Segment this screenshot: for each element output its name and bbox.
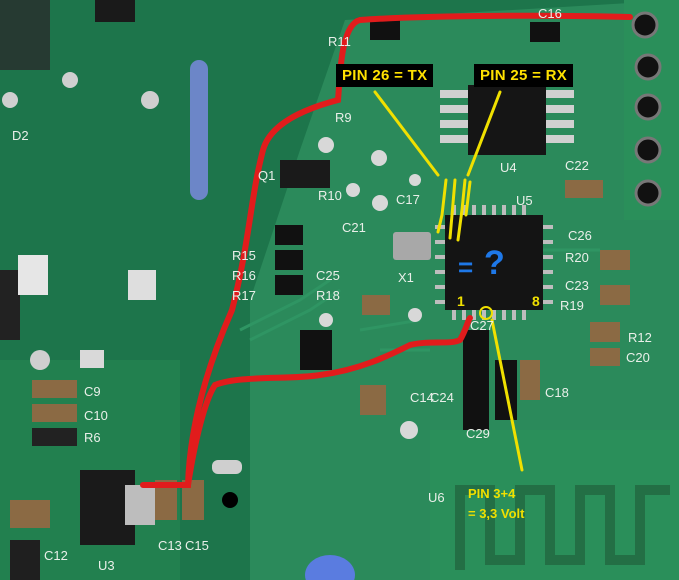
pin1-label: 1 [457, 293, 465, 309]
silk-label: C20 [626, 350, 650, 365]
silk-label: C24 [430, 390, 454, 405]
pin34-label-line1: PIN 3+4 [468, 486, 516, 501]
silk-label: R9 [335, 110, 352, 125]
silk-label: Q1 [258, 168, 276, 183]
silk-label: U5 [516, 193, 533, 208]
silk-label: R10 [318, 188, 342, 203]
silk-label: C9 [84, 384, 101, 399]
silk-label: C12 [44, 548, 68, 563]
silk-label: R6 [84, 430, 101, 445]
silk-label: U6 [428, 490, 445, 505]
silk-label: R19 [560, 298, 584, 313]
silk-label: R18 [316, 288, 340, 303]
silk-label: C23 [565, 278, 589, 293]
question-mark-annotation: ? [484, 244, 505, 282]
silk-label: C14 [410, 390, 434, 405]
silk-label: C13 [158, 538, 182, 553]
silk-label: C10 [84, 408, 108, 423]
pin34-label-line2: = 3,3 Volt [468, 506, 525, 521]
silk-label: R12 [628, 330, 652, 345]
silk-label: R17 [232, 288, 256, 303]
silk-label: C29 [466, 426, 490, 441]
silk-label: C15 [185, 538, 209, 553]
silk-label: C21 [342, 220, 366, 235]
silk-label: D2 [12, 128, 29, 143]
silk-label: U3 [98, 558, 115, 573]
pin25-rx-label: PIN 25 = RX [474, 64, 574, 87]
silk-label: C27 [470, 318, 494, 333]
silk-label: C22 [565, 158, 589, 173]
silk-label: X1 [398, 270, 414, 285]
silk-label: C17 [396, 192, 420, 207]
silk-label: U4 [500, 160, 517, 175]
silk-label: R11 [328, 34, 351, 49]
silk-label: C16 [538, 6, 562, 21]
silk-label: R15 [232, 248, 256, 263]
pin8-label: 8 [532, 293, 540, 309]
silk-label: R16 [232, 268, 256, 283]
silk-label: R20 [565, 250, 589, 265]
equals-annotation: = [458, 252, 474, 282]
silk-label: C18 [545, 385, 569, 400]
silk-label: C26 [568, 228, 592, 243]
red-wire-trace [140, 12, 633, 488]
silk-label: C25 [316, 268, 340, 283]
pin26-tx-label: PIN 26 = TX [336, 64, 434, 87]
